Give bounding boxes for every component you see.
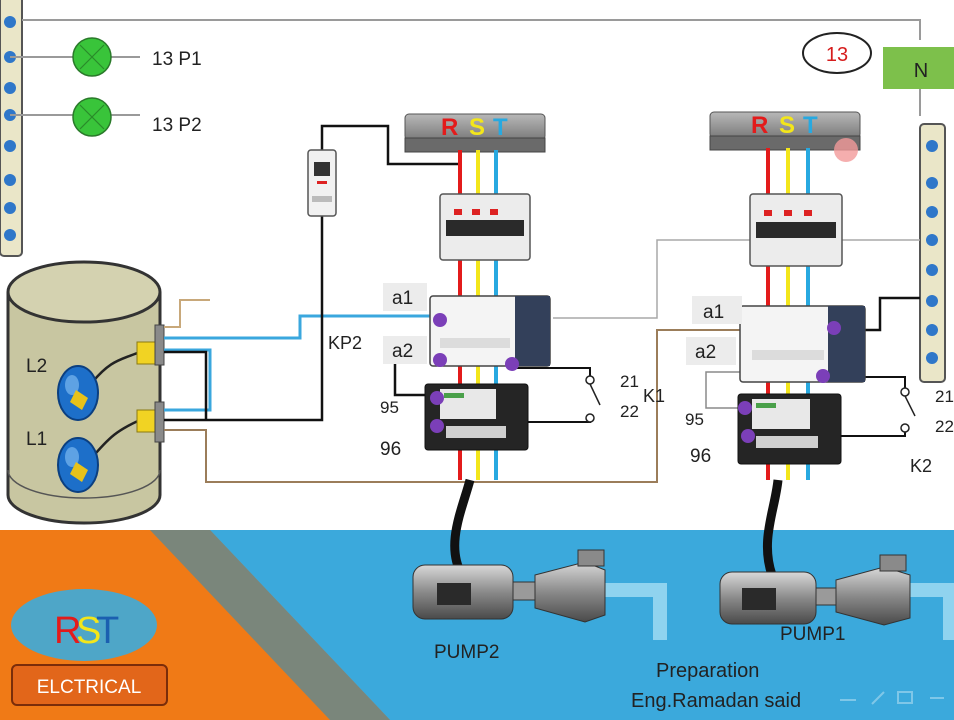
neutral-box: N bbox=[883, 47, 954, 89]
contactor-kp2-icon bbox=[429, 295, 551, 371]
left-21-label: 21 bbox=[620, 372, 639, 391]
pen-icon[interactable] bbox=[871, 691, 885, 705]
slide-toolbar[interactable] bbox=[840, 691, 944, 705]
rst-bus-left: R S T bbox=[404, 113, 546, 153]
bus-left-r: R bbox=[441, 114, 458, 141]
right-circuit: R S T bbox=[685, 111, 954, 645]
k1-switch-icon bbox=[585, 375, 601, 423]
top-neutral-wire bbox=[22, 19, 921, 40]
pump2-icon bbox=[412, 549, 606, 623]
rst-logo: R S T ELCTRICAL bbox=[11, 589, 168, 706]
float-switch-l2-icon bbox=[57, 341, 156, 421]
pump2-label: PUMP2 bbox=[434, 642, 499, 663]
bus-left-s: S bbox=[469, 114, 485, 141]
lamp-p2: 13 P2 bbox=[10, 97, 202, 137]
right-21-label: 21 bbox=[935, 387, 954, 406]
credits-line2: Eng.Ramadan said bbox=[631, 690, 801, 712]
pipe-right bbox=[905, 583, 954, 640]
right-96-label: 96 bbox=[690, 446, 711, 467]
overload-relay-k1-icon bbox=[424, 383, 529, 451]
terminal-13-label: 13 bbox=[826, 44, 848, 66]
right-95-label: 95 bbox=[685, 410, 704, 429]
left-terminal-strip bbox=[0, 0, 23, 257]
bus-right-r: R bbox=[751, 112, 768, 139]
rst-bus-right: R S T bbox=[709, 111, 861, 162]
logo-banner: ELCTRICAL bbox=[37, 677, 142, 698]
control-breaker-icon bbox=[307, 149, 337, 217]
lamp-p1: 13 P1 bbox=[10, 37, 202, 77]
left-a1-label: a1 bbox=[392, 288, 413, 309]
k2-label: K2 bbox=[910, 456, 932, 476]
breaker-3p-left-icon bbox=[439, 193, 531, 261]
neutral-label: N bbox=[914, 60, 928, 82]
slides-icon[interactable] bbox=[897, 691, 913, 704]
left-96-label: 96 bbox=[380, 439, 401, 460]
bus-left-t: T bbox=[493, 114, 508, 141]
bus-right-t: T bbox=[803, 112, 818, 139]
cursor-highlight bbox=[834, 138, 858, 162]
level-l1-label: L1 bbox=[26, 429, 47, 450]
level-l2-label: L2 bbox=[26, 356, 47, 377]
lamp-p2-label: 13 P2 bbox=[152, 115, 202, 136]
pump1-icon bbox=[719, 554, 911, 626]
contactor-right-icon bbox=[739, 305, 866, 383]
left-a2-label: a2 bbox=[392, 341, 413, 362]
pump1-label: PUMP1 bbox=[780, 624, 845, 645]
bus-right-s: S bbox=[779, 112, 795, 139]
k2-switch-icon bbox=[900, 387, 916, 433]
floor-shadow bbox=[150, 530, 390, 720]
left-95-label: 95 bbox=[380, 398, 399, 417]
left-22-label: 22 bbox=[620, 402, 639, 421]
water-tank: L2 L1 bbox=[6, 260, 165, 525]
lamp-p1-label: 13 P1 bbox=[152, 49, 202, 70]
logo-r: R bbox=[54, 610, 81, 652]
left-circuit: R S T bbox=[328, 113, 665, 663]
logo-t: T bbox=[96, 610, 119, 652]
breaker-3p-right-icon bbox=[749, 193, 843, 267]
right-a2-label: a2 bbox=[695, 342, 716, 363]
right-a1-label: a1 bbox=[703, 302, 724, 323]
right-22-label: 22 bbox=[935, 417, 954, 436]
terminal-13-badge: 13 bbox=[802, 32, 872, 74]
kp2-label: KP2 bbox=[328, 333, 362, 353]
right-terminal-strip bbox=[919, 89, 946, 383]
k1-label: K1 bbox=[643, 386, 665, 406]
a1-label-bg bbox=[383, 283, 427, 311]
pipe-left bbox=[600, 583, 667, 640]
float-switch-l1-icon bbox=[57, 409, 156, 493]
overload-relay-k2-icon bbox=[737, 393, 842, 465]
logo-s: S bbox=[76, 610, 101, 652]
credits-line1: Preparation bbox=[656, 660, 759, 682]
